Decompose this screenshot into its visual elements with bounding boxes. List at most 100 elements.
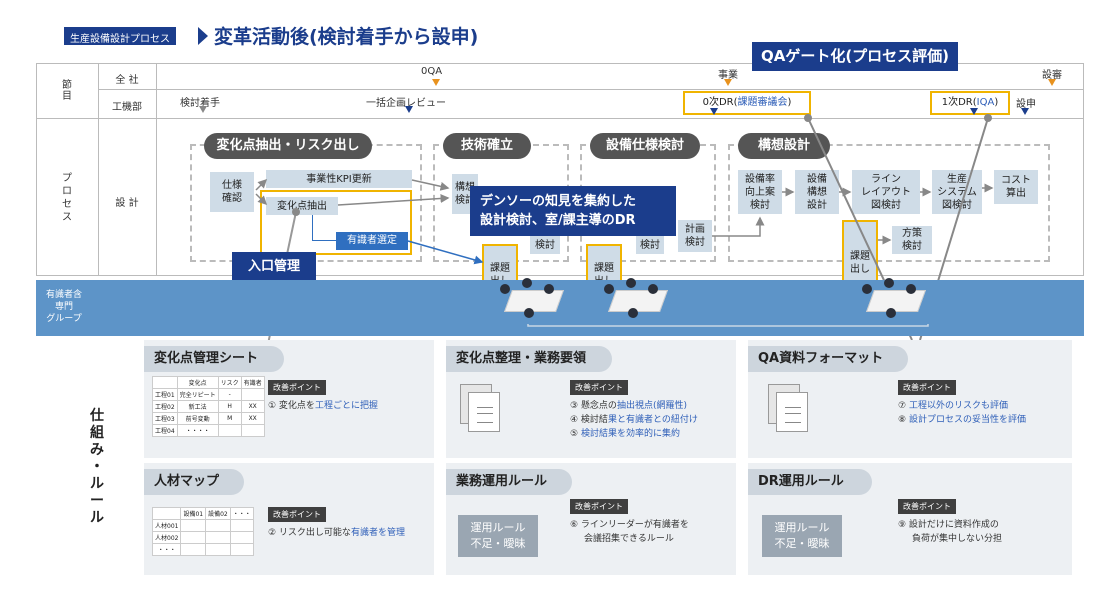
row-divider [36, 118, 1084, 119]
card-title: 人材マップ [144, 469, 244, 495]
header-tag: 生産設備設計プロセス [64, 27, 176, 45]
box-setsubiritsu: 設備率 向上案 検討 [738, 170, 782, 214]
milestone-ikkatsu: 一括企画レビュー [366, 98, 446, 109]
phase-kousou: 構想設計 [738, 133, 830, 159]
phase-gijutsu: 技術確立 [443, 133, 531, 159]
point-6-cont: 会議招集できるルール [584, 534, 674, 544]
connector [312, 240, 336, 241]
card-title: 変化点整理・業務要領 [446, 346, 612, 372]
band-label: 有識者含 専門 グループ [45, 290, 82, 324]
row-label-process: プ ロ セ ス [62, 173, 72, 223]
box-kentou-a: 検討 [530, 236, 560, 254]
milestone-0dr: 0次DR(課題審議会) [683, 91, 811, 115]
kaizen-badge: 改善ポイント [898, 380, 956, 395]
milestone-jigyo: 事業 [718, 70, 738, 81]
milestone-marker-icon [724, 79, 732, 86]
shikumi-label: 仕 組 み ・ ル ー ル [90, 408, 104, 526]
document-icon [468, 392, 500, 432]
card-gyomu-rule: 業務運用ルール 運用ルール 不足・曖昧 改善ポイント ⑥ ラインリーダーが有識者… [446, 463, 736, 575]
card-title: 変化点管理シート [144, 346, 284, 372]
row-label-kokibu: 工機部 [112, 102, 142, 113]
card-title: DR運用ルール [748, 469, 872, 495]
arrow [407, 240, 484, 265]
card-title: QA資料フォーマット [748, 346, 908, 372]
milestone-setsushin: 設申 [1016, 99, 1036, 110]
issue-tag: 運用ルール 不足・曖昧 [762, 515, 842, 557]
row-label-setsumoku: 節 目 [62, 80, 72, 102]
kaizen-badge: 改善ポイント [570, 499, 628, 514]
kaizen-badge: 改善ポイント [570, 380, 628, 395]
card-henka-seiri: 変化点整理・業務要領 改善ポイント ③ 懸念点の抽出視点(網羅性) ④ 検討結果… [446, 340, 736, 458]
milestone-marker-icon [405, 106, 413, 113]
box-henka: 変化点抽出 [266, 197, 338, 215]
box-shiyou: 仕様 確認 [210, 172, 254, 212]
point-4: ④ 検討結果と有識者との紐付け [570, 415, 698, 425]
card-qa-format: QA資料フォーマット 改善ポイント ⑦ 工程以外のリスクも評価 ⑧ 設計プロセス… [748, 340, 1072, 458]
phase-henka: 変化点抽出・リスク出し [204, 133, 372, 159]
row-divider [98, 89, 1084, 90]
page-title: 変革活動後(検討着手から設申) [214, 26, 479, 48]
box-seisan: 生産 システム 図検討 [932, 170, 982, 214]
qa-gate-callout: QAゲート化(プロセス評価) [752, 42, 958, 71]
kaizen-badge: 改善ポイント [898, 499, 956, 514]
arrow [411, 179, 450, 191]
yushiki-yellow-frame [260, 190, 412, 255]
milestone-marker-icon [432, 79, 440, 86]
box-kentou-b: 検討 [636, 236, 664, 254]
box-housaku: 方策 検討 [892, 226, 932, 254]
milestone-0qa: 0QA [421, 66, 443, 77]
point-1: ① 変化点を工程ごとに把握 [268, 401, 378, 411]
point-3: ③ 懸念点の抽出視点(網羅性) [570, 401, 687, 411]
point-6: ⑥ ラインリーダーが有識者を [570, 520, 689, 530]
phase-area-kousou [728, 144, 1050, 262]
box-yushiki: 有識者選定 [336, 232, 408, 250]
point-5: ⑤ 検討結果を効率的に集約 [570, 429, 680, 439]
milestone-marker-icon [1021, 108, 1029, 115]
phase-shiyou: 設備仕様検討 [590, 133, 700, 159]
box-setsubi-kousou: 設備 構想 設計 [795, 170, 839, 214]
meeting-illustration-1 [500, 278, 565, 322]
box-kpi: 事業性KPI更新 [266, 170, 412, 188]
col-divider [98, 63, 99, 276]
connector-dot [292, 208, 300, 216]
milestone-setsubi: 設審 [1042, 70, 1062, 81]
box-keikaku: 計画 検討 [678, 220, 712, 252]
milestone-kento: 検討着手 [180, 98, 220, 109]
connector-dot [804, 114, 812, 122]
milestone-marker-icon [1048, 79, 1056, 86]
box-line: ライン レイアウト 図検討 [852, 170, 920, 214]
meeting-illustration-2 [604, 278, 669, 322]
meeting-illustration-3 [862, 278, 927, 322]
kaizen-badge: 改善ポイント [268, 380, 326, 395]
point-9: ⑨ 設計だけに資料作成の [898, 520, 999, 530]
arrow [712, 216, 765, 237]
point-2: ② リスク出し可能な有識者を管理 [268, 528, 405, 538]
card-title: 業務運用ルール [446, 469, 572, 495]
point-9-cont: 負荷が集中しない分担 [912, 534, 1003, 544]
connector [312, 215, 313, 241]
arrow [255, 178, 268, 191]
card-dr-rule: DR運用ルール 運用ルール 不足・曖昧 改善ポイント ⑨ 設計だけに資料作成の … [748, 463, 1072, 575]
kaizen-badge: 改善ポイント [268, 507, 326, 522]
arrow [255, 193, 268, 206]
header-arrow-icon [198, 27, 208, 45]
box-cost: コスト 算出 [994, 170, 1038, 204]
row-label-sekkei: 設 計 [115, 198, 139, 209]
timeline-frame [36, 63, 1084, 276]
point-7: ⑦ 工程以外のリスクも評価 [898, 401, 1008, 411]
callout-denso: デンソーの知見を集約した 設計検討、室/課主導のDR [470, 186, 676, 236]
issue-tag: 運用ルール 不足・曖昧 [458, 515, 538, 557]
milestone-marker-icon [199, 106, 207, 113]
milestone-marker-icon [970, 108, 978, 115]
callout-iriguchi: 入口管理 [232, 252, 316, 282]
arrow [337, 193, 450, 206]
milestone-marker-icon [710, 108, 718, 115]
row-label-zensha: 全 社 [115, 75, 139, 86]
connector-dot [984, 114, 992, 122]
point-8: ⑧ 設計プロセスの妥当性を評価 [898, 415, 1026, 425]
